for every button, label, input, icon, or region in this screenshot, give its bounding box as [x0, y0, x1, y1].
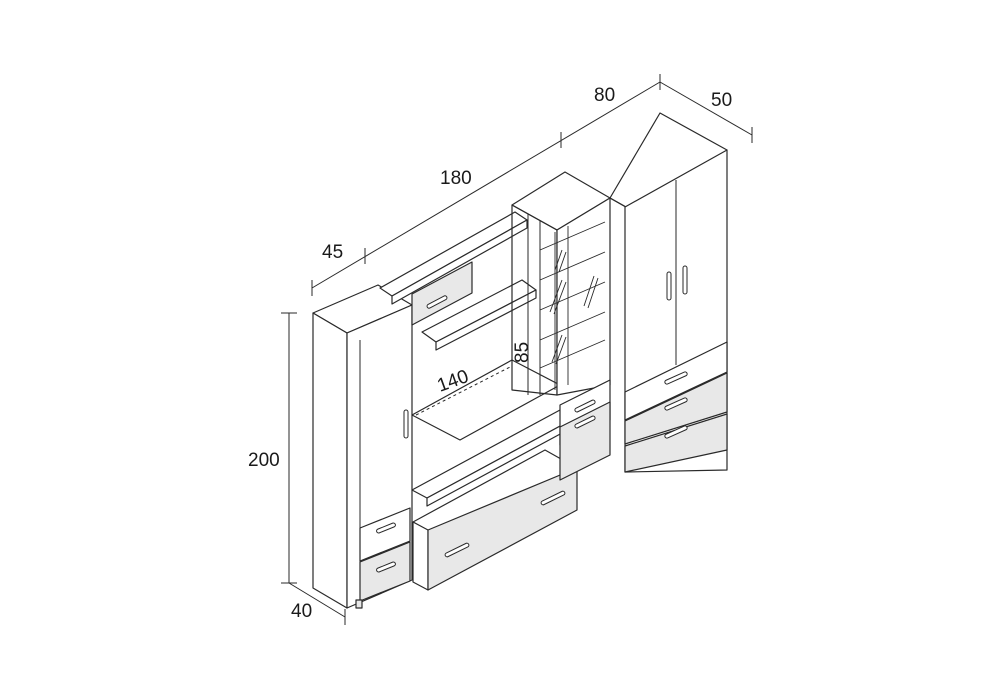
dim-label-45: 45 [322, 242, 343, 263]
dim-label-85: 85 [512, 342, 533, 363]
glass-showcase [511, 171, 611, 481]
right-wardrobe [609, 112, 728, 473]
tv-bench [412, 449, 578, 591]
dim-label-140: 140 [435, 366, 472, 397]
left-tall-cabinet [312, 284, 413, 609]
dim-label-50: 50 [711, 90, 732, 111]
dim-label-180: 180 [440, 168, 472, 189]
dim-label-200: 200 [248, 450, 280, 471]
dim-label-40: 40 [291, 601, 312, 622]
dimension-lines [281, 74, 753, 625]
dim-label-80: 80 [594, 85, 615, 106]
dimension-labels: 180 80 50 45 200 40 140 85 [248, 85, 732, 622]
wall-shelves [379, 211, 537, 351]
